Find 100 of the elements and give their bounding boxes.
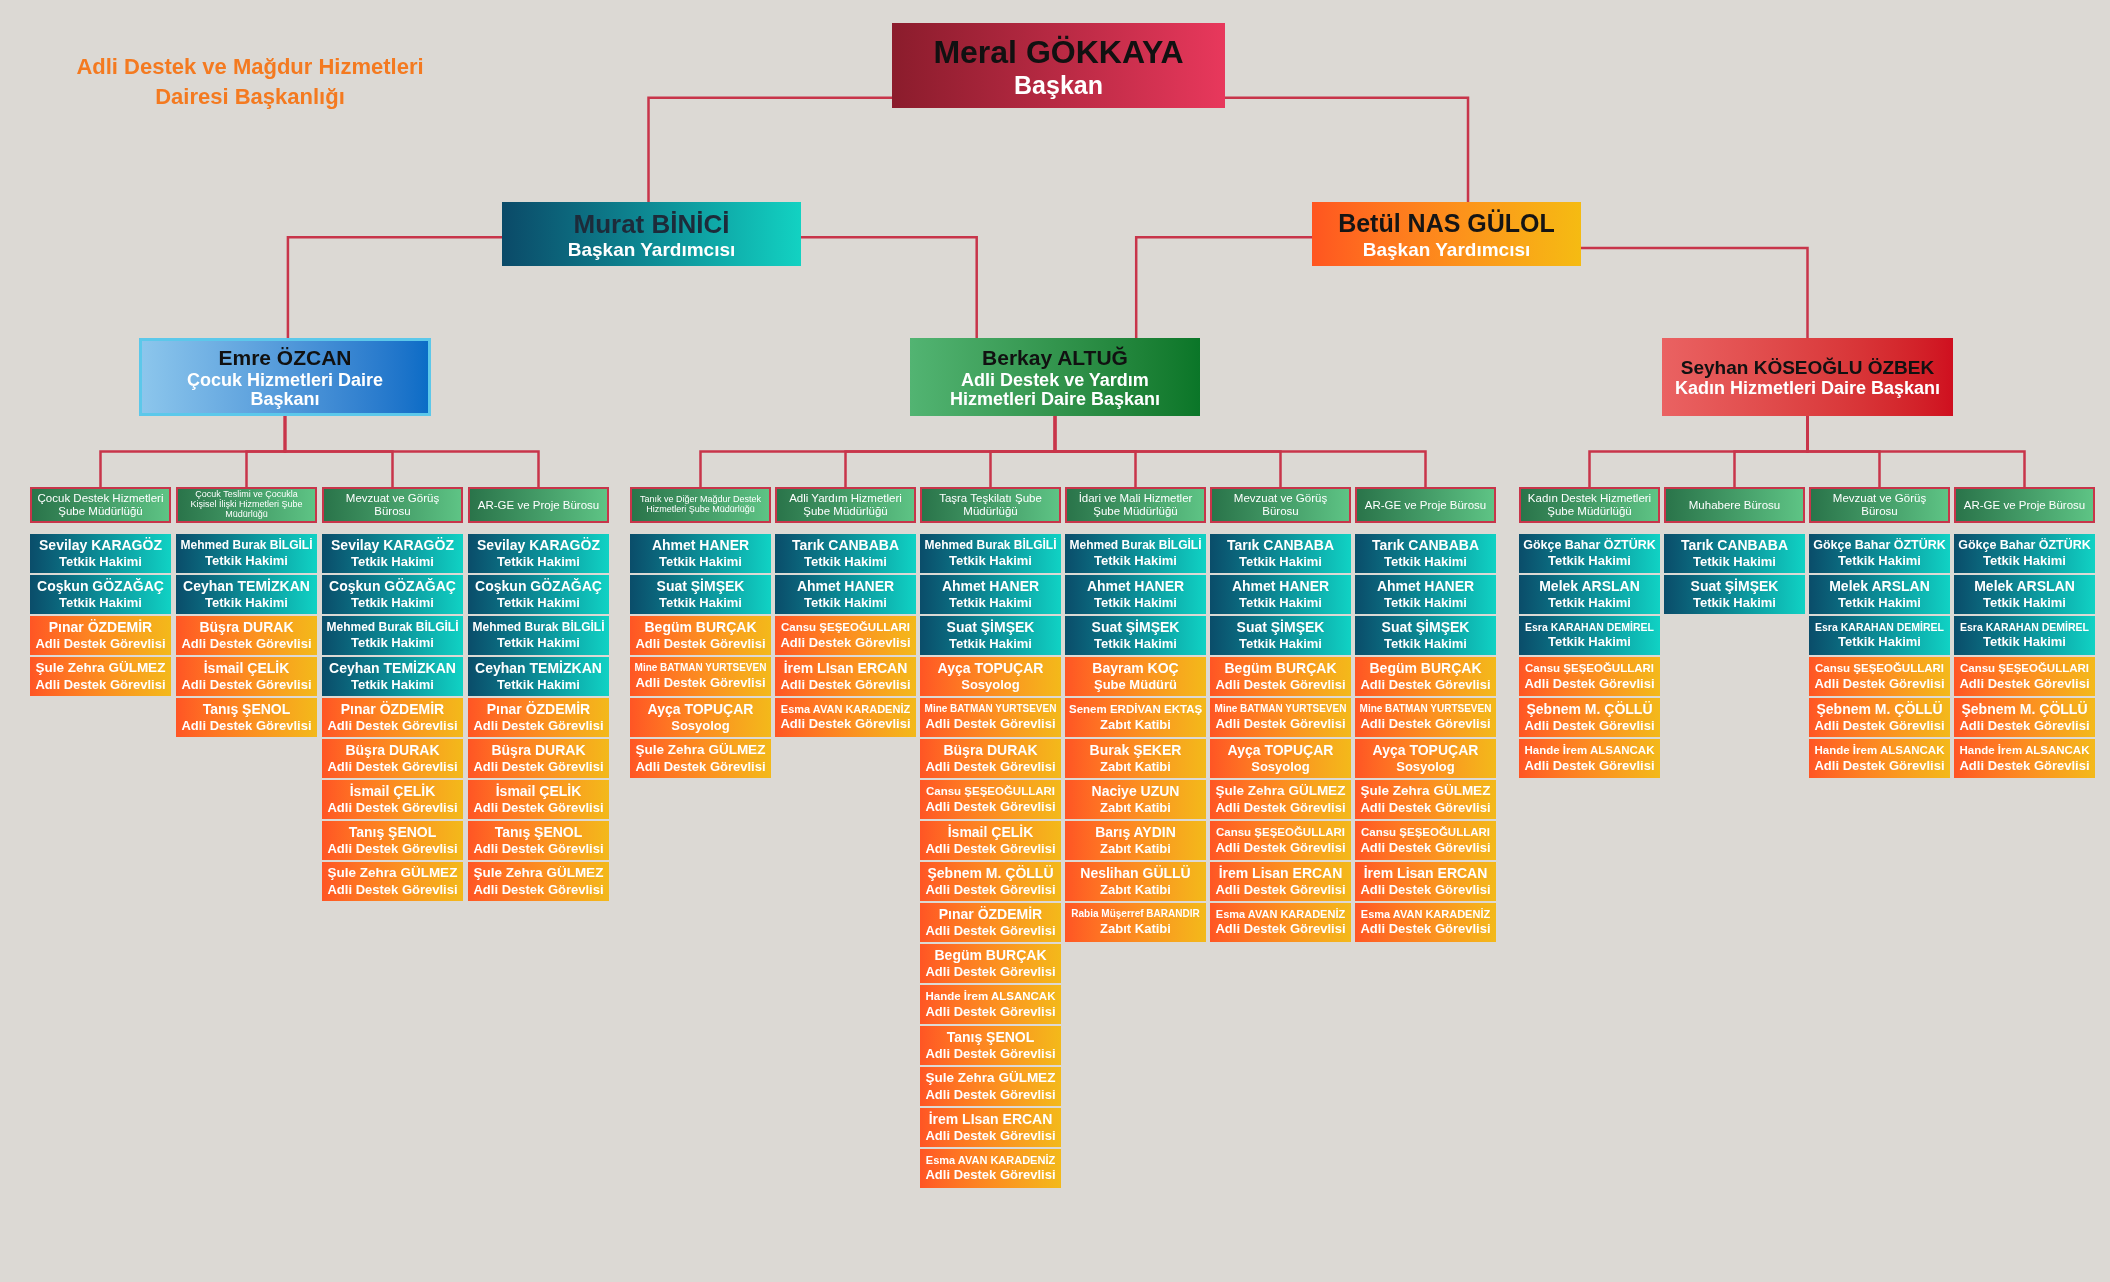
staff-card (1519, 739, 1660, 778)
staff-card (468, 657, 609, 696)
person-name: Büşra DURAK (942, 741, 1039, 760)
job-title: Adli Destek Görevlisi (1958, 757, 2091, 774)
staff-card (1065, 657, 1206, 696)
job-title: Sosyolog (960, 677, 1021, 694)
job-title: Adli Destek Görevlisi (472, 841, 605, 858)
person-name: Gökçe Bahar ÖZTÜRK (1523, 537, 1656, 554)
job-title: Adli Destek Görevlisi (1523, 675, 1656, 692)
job-title: Tetkik Hakimi (658, 595, 743, 612)
staff-card (1954, 698, 2095, 737)
job-title: Tetkik Hakimi (1547, 633, 1632, 651)
staff-card (30, 575, 171, 614)
job-title: Tetkik Hakimi (58, 554, 143, 571)
unit-name: Çocuk Teslimi ve Çocukla Kişisel İlişki Hizmetleri Şube Müdürlüğü (189, 490, 304, 520)
person-name: Tanış ŞENOL (201, 700, 292, 719)
unit-header (30, 487, 171, 523)
person-name: Büşra DURAK (344, 741, 441, 760)
staff-card (920, 862, 1061, 901)
unit-name: İdari ve Mali Hizmetler Şube Müdürlüğü (1077, 492, 1194, 518)
person-name: İrem Lisan ERCAN (1362, 864, 1489, 883)
connector-line (1134, 235, 1312, 338)
staff-card (920, 903, 1061, 942)
staff-card (1809, 698, 1950, 737)
job-title: Adli Destek Görevlisi (326, 800, 459, 817)
staff-card (468, 616, 609, 655)
job-title: Tetkik Hakimi (1837, 633, 1922, 651)
person-name: Suat ŞİMŞEK (655, 577, 746, 596)
staff-card (1355, 821, 1496, 860)
job-title: Adli Destek Görevlisi (924, 882, 1057, 899)
person-name: Hande İrem ALSANCAK (1958, 743, 2091, 758)
job-title: Tetkik Hakimi (350, 634, 435, 652)
staff-card (1210, 780, 1351, 819)
job-title: Zabıt Katibi (1099, 882, 1172, 899)
job-title: Adli Destek Görevlisi (634, 636, 767, 653)
job-title: Adli Destek Görevlisi (472, 800, 605, 817)
job-title: Adli Destek Görevlisi (1214, 839, 1347, 856)
person-name: Şebnem M. ÇÖLLÜ (1525, 700, 1654, 719)
person-name: Şebnem M. ÇÖLLÜ (1815, 700, 1944, 719)
staff-card (1355, 780, 1496, 819)
person-name: Burak ŞEKER (1088, 741, 1183, 760)
job-title: Adli Destek Görevlisi (180, 677, 313, 694)
connector-line (647, 96, 892, 202)
person-name: Şule Zehra GÜLMEZ (34, 659, 167, 677)
job-title: Tetkik Hakimi (350, 554, 435, 571)
staff-card (468, 575, 609, 614)
job-title: Sosyolog (1250, 759, 1311, 776)
job-title: Adli Destek Görevlisi (1359, 839, 1492, 856)
staff-card (468, 862, 609, 901)
person-name: Begüm BURÇAK (933, 946, 1048, 965)
person-name: Esra KARAHAN DEMİREL (1524, 620, 1655, 634)
person-name: Sevilay KARAGÖZ (38, 536, 163, 555)
unit-header (1065, 487, 1206, 523)
job-title: Adli Destek Görevlisi (924, 1046, 1057, 1063)
job-title: Adli Destek Görevlisi (779, 677, 912, 694)
staff-card (1210, 862, 1351, 901)
person-name: Meral GÖKKAYA (932, 33, 1185, 73)
person-name: Cansu ŞEŞEOĞULLARI (1523, 661, 1656, 676)
person-name: Tarık CANBABA (1225, 536, 1336, 555)
deputy-box (1312, 202, 1581, 266)
staff-card (630, 534, 771, 573)
staff-card (920, 575, 1061, 614)
person-name: Murat BİNİCİ (572, 207, 731, 241)
unit-header (630, 487, 771, 523)
staff-card (920, 698, 1061, 737)
person-name: Ayça TOPUÇAR (936, 659, 1045, 678)
job-title: Adli Destek Görevlisi (1523, 718, 1656, 735)
job-title: Tetkik Hakimi (204, 552, 289, 570)
staff-card (1355, 903, 1496, 942)
job-title: Adli Destek Görevlisi (924, 759, 1057, 776)
person-name: Mehmed Burak BİLGİLİ (1069, 537, 1202, 553)
person-name: Melek ARSLAN (1538, 577, 1641, 596)
person-name: Tarık CANBABA (790, 536, 901, 555)
staff-card (1519, 616, 1660, 655)
unit-header (920, 487, 1061, 523)
person-name: Suat ŞİMŞEK (1235, 618, 1326, 637)
unit-header (1954, 487, 2095, 523)
unit-name: Taşra Teşkilatı Şube Müdürlüğü (938, 492, 1043, 518)
person-name: Naciye UZUN (1090, 782, 1181, 801)
staff-card (1664, 575, 1805, 614)
staff-card (920, 1026, 1061, 1065)
staff-card (1954, 657, 2095, 696)
person-name: Berkay ALTUĞ (981, 345, 1129, 371)
person-name: Begüm BURÇAK (643, 618, 758, 637)
person-name: Ahmet HANER (795, 577, 896, 596)
person-name: Şule Zehra GÜLMEZ (1214, 782, 1347, 800)
staff-card (1210, 534, 1351, 573)
person-name: Coşkun GÖZAĞAÇ (36, 577, 165, 596)
unit-header (176, 487, 317, 523)
staff-card (1065, 903, 1206, 942)
person-name: Tanış ŞENOL (945, 1028, 1036, 1047)
person-name: Senem ERDİVAN EKTAŞ (1069, 702, 1202, 717)
staff-card (1954, 739, 2095, 778)
person-name: Hande İrem ALSANCAK (1523, 743, 1656, 758)
staff-card (30, 534, 171, 573)
job-title: Adli Destek Görevlisi (924, 841, 1057, 858)
job-title: Adli Destek Görevlisi (634, 758, 767, 776)
staff-card (1355, 616, 1496, 655)
job-title: Adli Destek Görevlisi (1359, 799, 1492, 817)
job-title: Tetkik Hakimi (1547, 553, 1632, 570)
